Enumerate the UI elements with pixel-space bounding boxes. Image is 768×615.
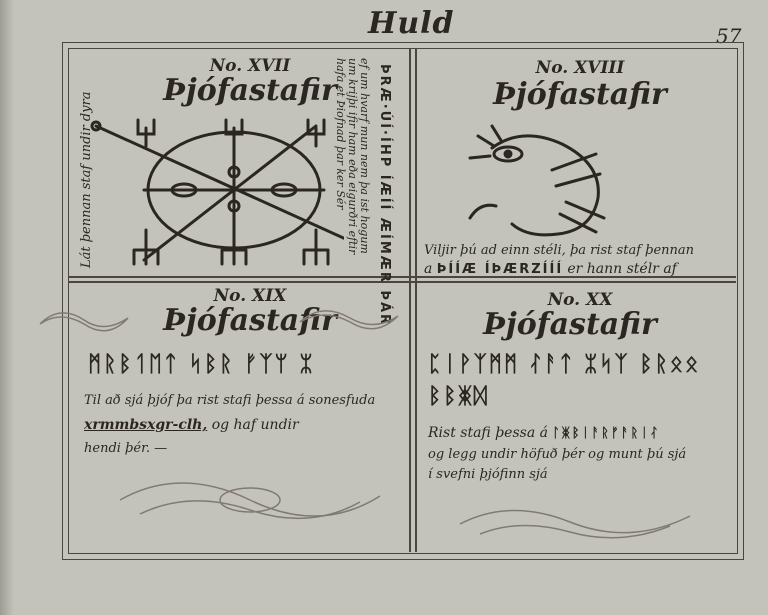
horizontal-divider-double: [68, 281, 736, 283]
panel-number: No. XVIII: [535, 58, 625, 78]
instruction-line-3: hendi þér. —: [84, 441, 168, 456]
panel-heading: Þjófastafir: [163, 303, 337, 338]
sigil-xvii: [90, 118, 344, 266]
instruction-line-2: og legg undir höfuð þér og munt þú sjá: [428, 447, 687, 462]
instruction-line-2: a ÞÍÍÆ ÍÞÆRZÍÍÍ er hann stélr af: [424, 261, 677, 277]
instruction-line-1: Til að sjá þjóf þa rist stafi þessa á so…: [84, 393, 376, 408]
side-note-text: ef um hvarf mun nem þa ist hogum um krij…: [334, 58, 371, 255]
rune-row: ᛗᚱᛒᛐᛖᛏ ᛋᛒᚱ ᚠᛉᛘ ᛯ: [88, 352, 315, 377]
cipher-runes: ÞÍÍÆ ÍÞÆRZÍÍÍ: [436, 262, 564, 277]
panel-heading: Þjófastafir: [483, 307, 657, 342]
instruction-prefix: Rist stafi þessa á: [428, 425, 548, 441]
instruction-line-3: í svefni þjófinn sjá: [428, 467, 548, 482]
rune-row-1: ᛈᛁᚹᛉᛗᛗ ᛮᚨᛏ ᛯᛋᛉ ᛒᚱᛟᛟ: [428, 352, 701, 377]
horizontal-divider: [68, 276, 736, 278]
instruction-line-1: Viljir þú ad einn stéli, þa rist staf þe…: [424, 243, 695, 258]
flourish-right: [299, 310, 399, 330]
panel-heading: Þjófastafir: [493, 77, 667, 112]
instruction-line-2: xrmmbsxgr-clh, og haf undir: [84, 416, 404, 434]
flourish-bottom: [459, 509, 691, 539]
page-header-title: Huld: [368, 6, 455, 41]
panel-heading: Þjófastafir: [163, 73, 337, 108]
instruction-line-1: Rist stafi þessa á ᛚᛤᛒᛁᚨᚱᚠᚨᚱᛁᛮ: [428, 424, 738, 442]
cipher-runes: ᛚᛤᛒᛁᚨᚱᚠᚨᚱᛁᛮ: [552, 426, 660, 441]
vertical-divider: [409, 48, 411, 552]
page-number: 57: [716, 24, 742, 48]
vertical-divider-double: [415, 48, 417, 552]
sigil-xviii: [468, 124, 606, 237]
panel-number: No. XX: [547, 290, 613, 310]
instruction-tail: og haf undir: [211, 417, 299, 433]
panel-number: No. XIX: [213, 286, 287, 306]
flourish-left: [39, 312, 129, 332]
book-spine-shadow: [0, 0, 14, 615]
rune-row-2: ᛒᛒᛤᛞ: [428, 384, 489, 409]
outer-frame: [62, 42, 744, 560]
cipher-text: xrmmbsxgr-clh,: [84, 417, 208, 433]
right-margin-runes: ÞRÆ·ÚÍ·ÍHP ÍÆÍÍ ÆÍMÆR ÞÁR: [377, 64, 392, 327]
panel-number: No. XVII: [209, 56, 291, 76]
inner-frame: [68, 48, 738, 554]
instruction-tail: er hann stélr af: [567, 261, 677, 277]
flourish-bottom: [119, 482, 381, 520]
